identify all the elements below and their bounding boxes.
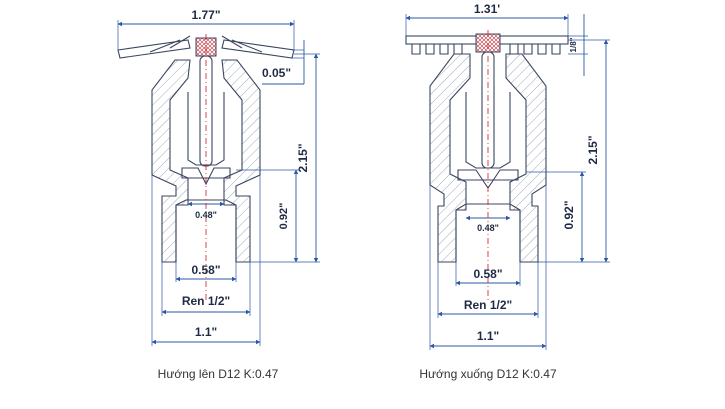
pendent-thread-dim: Ren 1/2" <box>464 298 512 312</box>
pendent-frame-left <box>429 53 471 263</box>
pendent-bore: 0.58" <box>473 267 502 281</box>
pendent-caption: Hướng xuống D12 K:0.47 <box>419 367 557 381</box>
pendent-base-width: 1.1" <box>477 329 499 343</box>
upright-frame-right <box>221 59 261 263</box>
pendent-deflector-thickness: 1/8" <box>569 37 578 52</box>
upright-orifice-height: 0.92" <box>278 203 290 230</box>
pendent-orifice-height: 0.92" <box>562 200 576 229</box>
upright-bulb <box>199 55 213 167</box>
pendent-height: 2.15" <box>586 135 600 164</box>
upright-height: 2.15" <box>296 143 310 172</box>
pendent-top-width: 1.31' <box>474 2 500 16</box>
upright-caption: Hướng lên D12 K:0.47 <box>158 367 279 381</box>
upright-base-width: 1.1" <box>195 325 217 339</box>
pendent-frame-right <box>505 53 547 263</box>
upright-sprinkler: 1.77" 0.05" 2.15" 0.92" 0.48" 0.58" Ren … <box>117 8 320 381</box>
upright-frame <box>151 59 191 263</box>
upright-deflector-arm-left <box>149 35 191 53</box>
pendent-orifice-inner: 0.48" <box>477 223 499 233</box>
upright-bore: 0.58" <box>191 263 220 277</box>
upright-thread-dim: Ren 1/2" <box>182 294 230 308</box>
upright-seat <box>181 167 231 186</box>
upright-deflector-arm-right <box>221 35 263 53</box>
pendent-seat <box>457 169 519 189</box>
pendent-sprinkler: 1.31' 1/8" 2.15" 0.92" 0.48" 0.58" Ren 1… <box>405 2 610 381</box>
upright-orifice-inner: 0.48" <box>195 210 217 220</box>
upright-top-width: 1.77" <box>191 8 220 22</box>
upright-deflector-dim: 0.05" <box>262 66 291 80</box>
